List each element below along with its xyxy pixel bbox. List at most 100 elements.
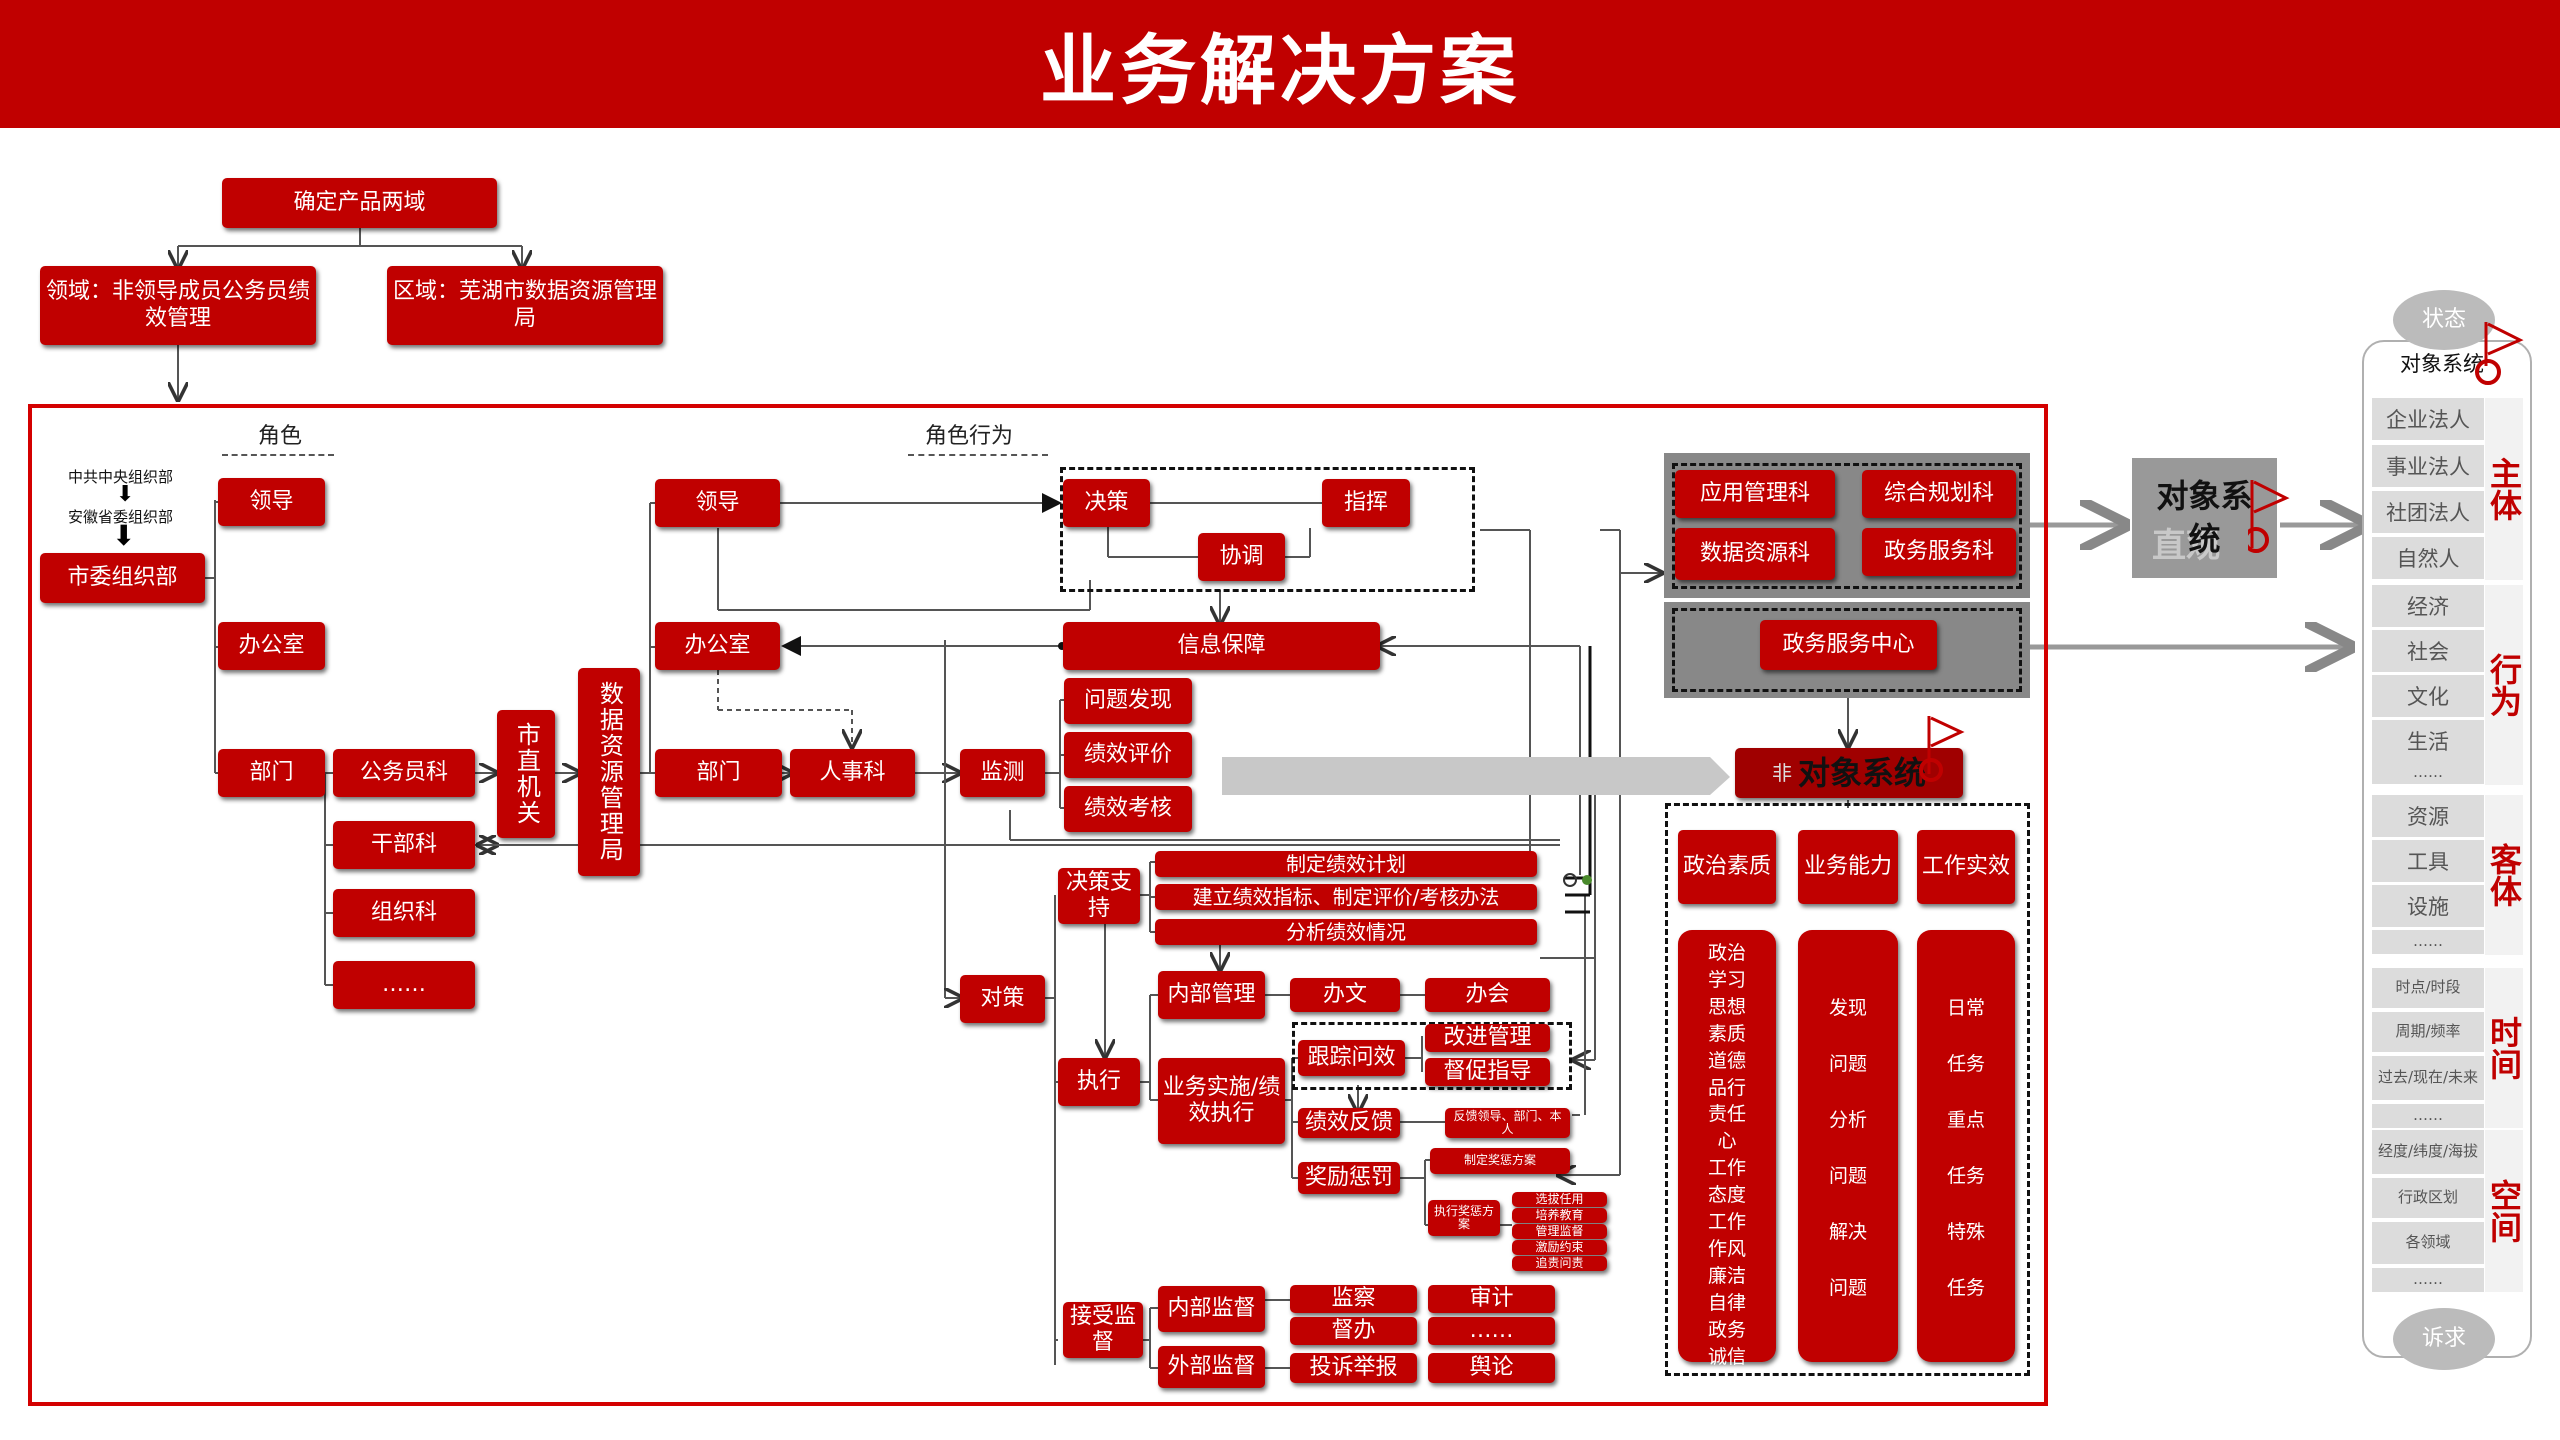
bh-audit: 审计 [1428, 1285, 1555, 1313]
bh-perf-eval: 绩效评价 [1064, 732, 1192, 778]
obj-work-title: 工作实效 [1917, 830, 2015, 904]
sidebar-item[interactable]: 时点/时段 [2372, 968, 2484, 1008]
demand-oval: 诉求 [2393, 1308, 2495, 1370]
sidebar-item[interactable]: 设施 [2372, 885, 2484, 927]
service-center: 政务服务中心 [1760, 620, 1937, 670]
obj-ability-body: 发现 问题 分析 问题 解决 问题 [1798, 930, 1898, 1362]
bh-coordinate: 协调 [1198, 533, 1285, 581]
bh-internal-sup: 内部监督 [1158, 1286, 1265, 1332]
sidebar-item[interactable]: 资源 [2372, 795, 2484, 837]
bh-internal-mgmt: 内部管理 [1158, 971, 1265, 1019]
domain-field-box: 领域：非领导成员公务员绩效管理 [40, 266, 316, 345]
sidebar-item[interactable]: 文化 [2372, 675, 2484, 717]
sidebar-item[interactable]: 周期/频率 [2372, 1012, 2484, 1052]
decision-dashed-group [1060, 467, 1475, 592]
bh-improve: 改进管理 [1425, 1024, 1550, 1052]
obj-work-body: 日常 任务 重点 任务 特殊 任务 [1917, 930, 2015, 1362]
bh-supervise-guide: 督促指导 [1425, 1058, 1550, 1086]
central-org: 中共中央组织部 [68, 468, 174, 486]
product-box: 确定产品两域 [222, 178, 497, 228]
object-system-watermark: 直观 [2152, 526, 2220, 566]
reward-item-1: 选拔任用 [1512, 1192, 1607, 1207]
bh-dept: 部门 [655, 749, 782, 797]
sidebar-item[interactable]: …… [2372, 930, 2484, 954]
sidebar-item[interactable]: 经济 [2372, 585, 2484, 627]
bh-find-issue: 问题发现 [1064, 678, 1192, 724]
role-underline [222, 454, 334, 456]
role-behavior-label: 角色行为 [925, 424, 1014, 449]
flag-icon [2248, 480, 2290, 553]
sidebar-item[interactable]: 社团法人 [2372, 491, 2484, 533]
dept-plan: 综合规划科 [1862, 470, 2016, 518]
data-bureau: 数据资源管理局 [578, 668, 640, 876]
bh-command: 指挥 [1322, 479, 1410, 527]
bh-urge: 督办 [1290, 1317, 1417, 1345]
bh-monitor: 监测 [960, 749, 1045, 797]
sidebar-item[interactable]: …… [2372, 762, 2484, 784]
dept-cadre: 干部科 [333, 821, 475, 869]
dept-app-mgmt: 应用管理科 [1675, 470, 1835, 518]
sidebar-item[interactable]: 生活 [2372, 720, 2484, 762]
sidebar-item[interactable]: 各领域 [2372, 1222, 2484, 1264]
bh-feedback: 绩效反馈 [1298, 1108, 1400, 1138]
bh-decide: 决策 [1063, 479, 1150, 527]
page-title: 业务解决方案 [1040, 26, 1520, 115]
object-system-main: 非 对象系统 [1735, 748, 1963, 798]
sidebar-title: 对象系统 [2400, 352, 2484, 376]
down-arrow-icon: ⬇ [116, 482, 135, 507]
obj-politics-title: 政治素质 [1678, 830, 1776, 904]
bh-more: …… [1428, 1317, 1555, 1345]
flag-icon [2475, 322, 2524, 385]
dept-civil: 公务员科 [333, 749, 475, 797]
reward-item-4: 激励约束 [1512, 1240, 1607, 1255]
role-dept: 部门 [218, 749, 325, 797]
object-system-prefix: 非 [1771, 761, 1792, 785]
bh-countermeasure: 对策 [960, 975, 1045, 1023]
sidebar-item[interactable]: 企业法人 [2372, 398, 2484, 440]
province-org: 安徽省委组织部 [68, 508, 174, 526]
bh-external-sup: 外部监督 [1158, 1346, 1265, 1388]
bh-accept-sup: 接受监督 [1063, 1302, 1143, 1358]
flag-icon [1919, 716, 1965, 782]
bh-feedback-note: 反馈领导、部门、本人 [1445, 1108, 1570, 1138]
city-organs: 市直机关 [497, 710, 555, 838]
dept-org: 组织科 [333, 889, 475, 937]
sidebar-item[interactable]: 工具 [2372, 840, 2484, 882]
bh-documents: 办文 [1290, 978, 1400, 1012]
sidebar-cat-subject: 主体 [2485, 398, 2523, 580]
sidebar-item[interactable]: 经度/纬度/海拔 [2372, 1130, 2484, 1174]
role-label: 角色 [258, 424, 303, 449]
bh-meetings: 办会 [1425, 978, 1550, 1012]
main-frame [28, 404, 2048, 1406]
obj-politics-body: 政治 学习 思想 素质 道德 品行 责任 心 工作 态度 工作 作风 廉洁 自律… [1678, 930, 1776, 1368]
bh-hr: 人事科 [790, 749, 915, 797]
bh-complaint: 投诉举报 [1290, 1353, 1417, 1383]
dept-gov-service: 政务服务科 [1862, 528, 2016, 576]
reward-item-3: 管理监督 [1512, 1224, 1607, 1239]
role-office: 办公室 [218, 622, 325, 670]
bh-business-impl: 业务实施/绩效执行 [1158, 1058, 1285, 1144]
sidebar-cat-behavior: 行为 [2485, 585, 2523, 785]
sidebar-cat-time: 时间 [2485, 968, 2523, 1128]
state-oval: 状态 [2393, 290, 2495, 350]
bh-opinion: 舆论 [1428, 1353, 1555, 1383]
bh-inspect: 监察 [1290, 1285, 1417, 1313]
bh-analyze: 分析绩效情况 [1155, 919, 1537, 945]
bh-reward-plan: 制定奖惩方案 [1430, 1148, 1570, 1174]
sidebar-item[interactable]: …… [2372, 1268, 2484, 1292]
city-org-box: 市委组织部 [40, 553, 205, 603]
sidebar-item[interactable]: 过去/现在/未来 [2372, 1056, 2484, 1100]
sidebar-item[interactable]: 行政区划 [2372, 1178, 2484, 1218]
bh-track: 跟踪问效 [1298, 1040, 1405, 1076]
sidebar-item[interactable]: …… [2372, 1104, 2484, 1128]
down-arrow-icon: ⬇ [112, 519, 136, 552]
reward-item-2: 培养教育 [1512, 1208, 1607, 1223]
title-bar: 业务解决方案 [0, 0, 2560, 128]
bh-leader: 领导 [655, 479, 780, 527]
sidebar-item[interactable]: 社会 [2372, 630, 2484, 672]
sidebar-item[interactable]: 事业法人 [2372, 445, 2484, 487]
bh-plan: 制定绩效计划 [1155, 851, 1537, 877]
track-dashed-group [1292, 1022, 1572, 1090]
sidebar-item[interactable]: 自然人 [2372, 537, 2484, 579]
objects-dashed-group [1665, 803, 2030, 1376]
